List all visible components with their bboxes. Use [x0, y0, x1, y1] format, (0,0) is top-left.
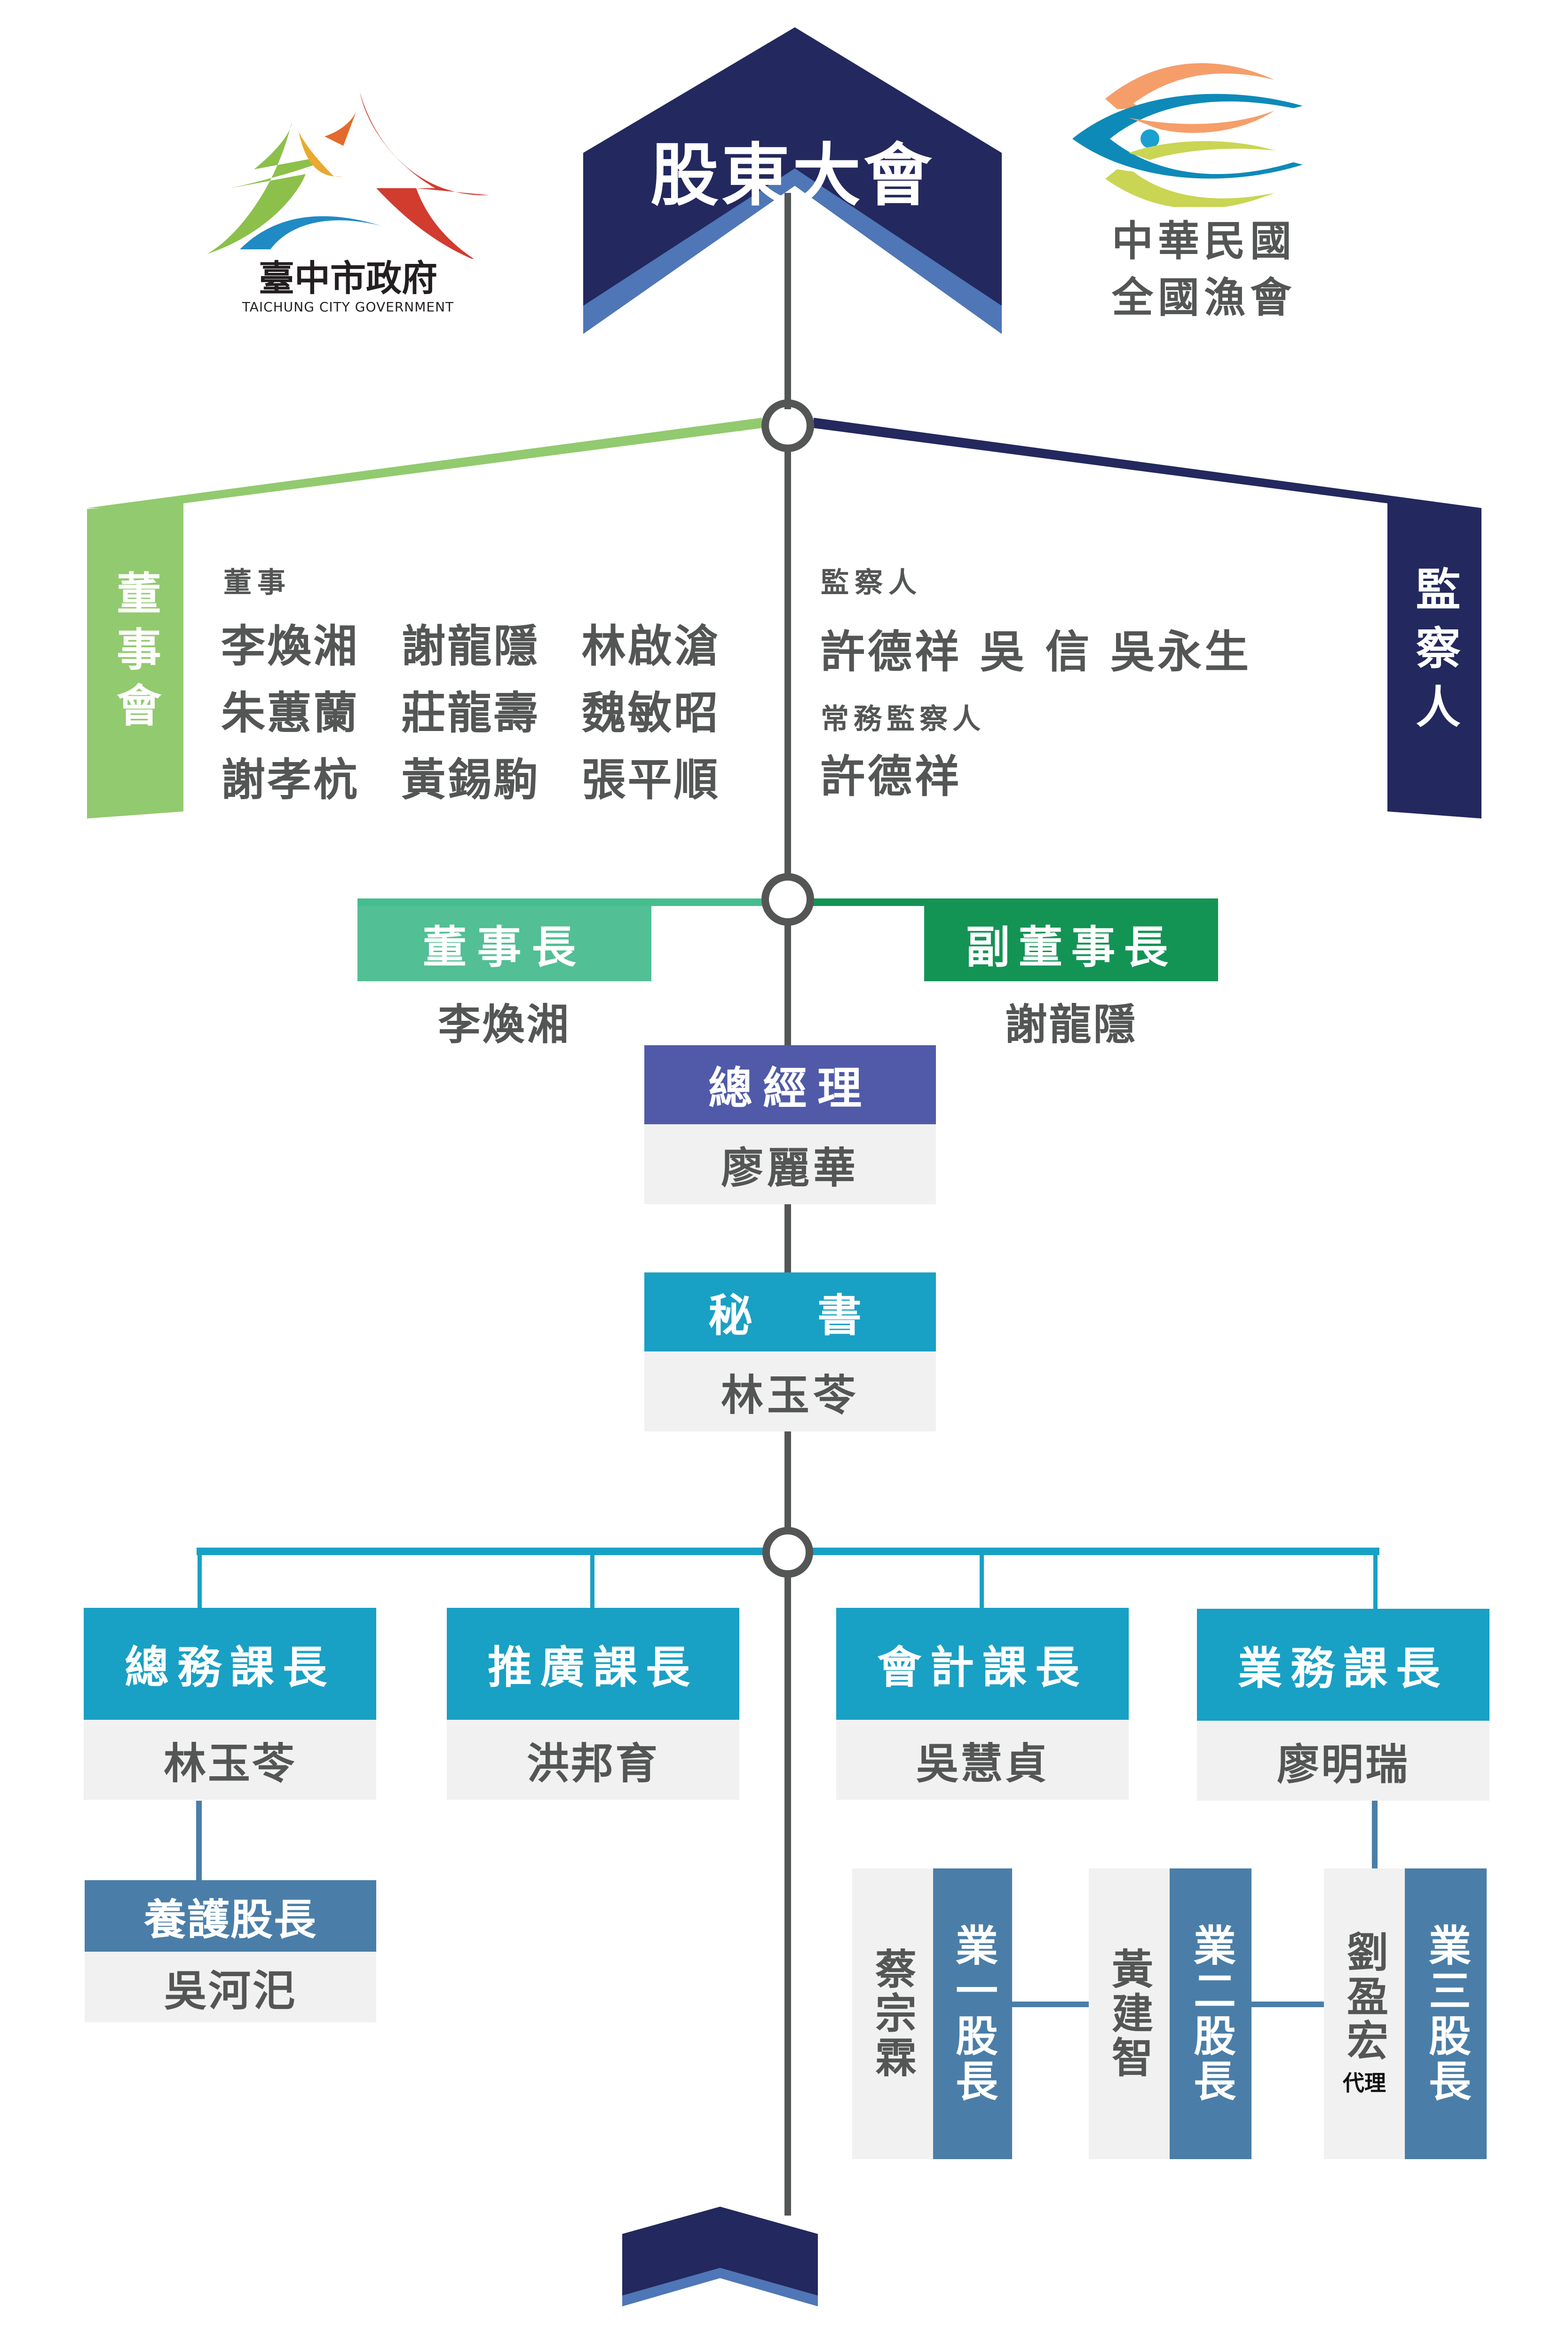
supervisor-connector [814, 418, 1481, 509]
unit-name: 劉盈宏 [1340, 1931, 1389, 2063]
unit-title: 業一股長 [933, 1868, 1012, 2159]
fish-logo-line1: 中華民國 [1111, 216, 1296, 265]
subsection-title: 養護股長 [85, 1880, 376, 1952]
chairman-name: 李煥湘 [438, 1000, 571, 1049]
section-chief-accounting: 會計課長 吳慧貞 [836, 1608, 1129, 1800]
junction-circle-1 [761, 399, 814, 452]
board-member: 莊龍壽 [401, 688, 540, 739]
junction-circle-2 [761, 873, 814, 926]
business-unit-1: 蔡宗霖 業一股長 [852, 1868, 1012, 2159]
fishermen-association-logo: 中華民國 全國漁會 [1063, 56, 1345, 376]
taichung-logo-title: 臺中市政府 [259, 257, 437, 299]
unit-name-cell: 劉盈宏 代理 [1324, 1868, 1405, 2159]
board-panel [87, 502, 183, 818]
unit-link-2-3 [1251, 2002, 1324, 2007]
board-member: 張平順 [581, 755, 720, 806]
supervisor-panel [1387, 502, 1481, 818]
supervisor-label: 監察人 [1408, 565, 1460, 742]
board-member: 李煥湘 [221, 621, 360, 672]
unit-title: 業三股長 [1405, 1868, 1487, 2159]
spine-top-cap [784, 193, 791, 409]
top-banner [583, 27, 1002, 334]
unit-name: 黃建智 [1089, 1868, 1170, 2159]
section-chief-business: 業務課長 廖明瑞 [1197, 1609, 1489, 1801]
board-member: 林啟滄 [581, 621, 720, 672]
supervisor-members: 許德祥 吳 信 吳永生 [821, 627, 1252, 678]
secretary-name: 林玉苓 [644, 1351, 936, 1431]
section-title: 推廣課長 [447, 1608, 739, 1720]
board-label: 董事會 [109, 570, 161, 738]
chairman-title: 董事長 [357, 906, 651, 981]
bottom-banner-navy [622, 2207, 818, 2296]
section-title: 會計課長 [836, 1608, 1129, 1720]
section-name: 洪邦育 [447, 1720, 739, 1800]
standing-supervisor-title: 常務監察人 [821, 703, 985, 736]
vice-connector [809, 898, 1218, 906]
top-banner-title: 股東大會 [650, 136, 934, 215]
chair-connector [357, 898, 767, 906]
fish-logo-mark [1072, 63, 1303, 209]
section-name: 林玉苓 [84, 1720, 376, 1800]
general-manager-title: 總經理 [644, 1045, 936, 1124]
board-member: 魏敏昭 [581, 688, 720, 739]
subsection-maintenance: 養護股長 吳河汜 [85, 1880, 376, 2022]
section-chief-promotion: 推廣課長 洪邦育 [447, 1608, 739, 1800]
fish-logo-line2: 全國漁會 [1111, 273, 1296, 322]
board-row: 李煥湘 謝龍隱 林啟滄 [221, 609, 762, 676]
unit-note: 代理 [1343, 2070, 1386, 2096]
unit-title: 業二股長 [1170, 1868, 1251, 2159]
business-sub-connector [1372, 1801, 1378, 1881]
business-unit-3: 劉盈宏 代理 業三股長 [1324, 1868, 1487, 2159]
unit-link-1-2 [1011, 2002, 1089, 2007]
board-member: 謝龍隱 [401, 621, 540, 672]
board-members: 李煥湘 謝龍隱 林啟滄 朱蕙蘭 莊龍壽 魏敏昭 謝孝杭 黃錫駒 張平順 [221, 609, 762, 810]
unit-name: 蔡宗霖 [852, 1868, 933, 2159]
board-connector [87, 418, 762, 508]
vice-chairman-name: 謝龍隱 [1005, 1000, 1138, 1049]
section-name: 廖明瑞 [1197, 1721, 1489, 1801]
secretary-title: 秘 書 [644, 1272, 936, 1351]
standing-supervisor-name: 許德祥 [821, 751, 962, 803]
section-drop-2 [590, 1552, 594, 1609]
board-member: 朱蕙蘭 [221, 688, 360, 739]
board-row: 朱蕙蘭 莊龍壽 魏敏昭 [221, 676, 762, 743]
supervisor-section-title: 監察人 [821, 566, 922, 599]
section-name: 吳慧貞 [836, 1720, 1129, 1800]
vice-chairman-title: 副董事長 [924, 906, 1218, 981]
spine-line [784, 226, 791, 2216]
section-drop-3 [980, 1552, 984, 1609]
section-title: 業務課長 [1197, 1609, 1489, 1721]
section-title: 總務課長 [84, 1608, 376, 1720]
section-drop-1 [198, 1552, 202, 1609]
section-chief-general: 總務課長 林玉苓 [84, 1608, 376, 1800]
taichung-logo-mark [207, 92, 489, 261]
taichung-logo-subtitle: TAICHUNG CITY GOVERNMENT [242, 299, 454, 315]
board-section-title: 董事 [223, 566, 291, 599]
junction-circle-3 [762, 1527, 813, 1578]
section-drop-4 [1373, 1552, 1378, 1609]
top-banner-navy [583, 27, 1002, 306]
subsection-name: 吳河汜 [85, 1952, 376, 2022]
taichung-logo: 臺中市政府 TAICHUNG CITY GOVERNMENT [179, 80, 517, 325]
board-row: 謝孝杭 黃錫駒 張平順 [221, 743, 762, 810]
board-member: 謝孝杭 [221, 755, 360, 806]
board-member: 黃錫駒 [401, 755, 540, 806]
general-manager-name: 廖麗華 [644, 1124, 936, 1204]
general-sub-connector [196, 1801, 202, 1883]
business-unit-2: 黃建智 業二股長 [1089, 1868, 1251, 2159]
